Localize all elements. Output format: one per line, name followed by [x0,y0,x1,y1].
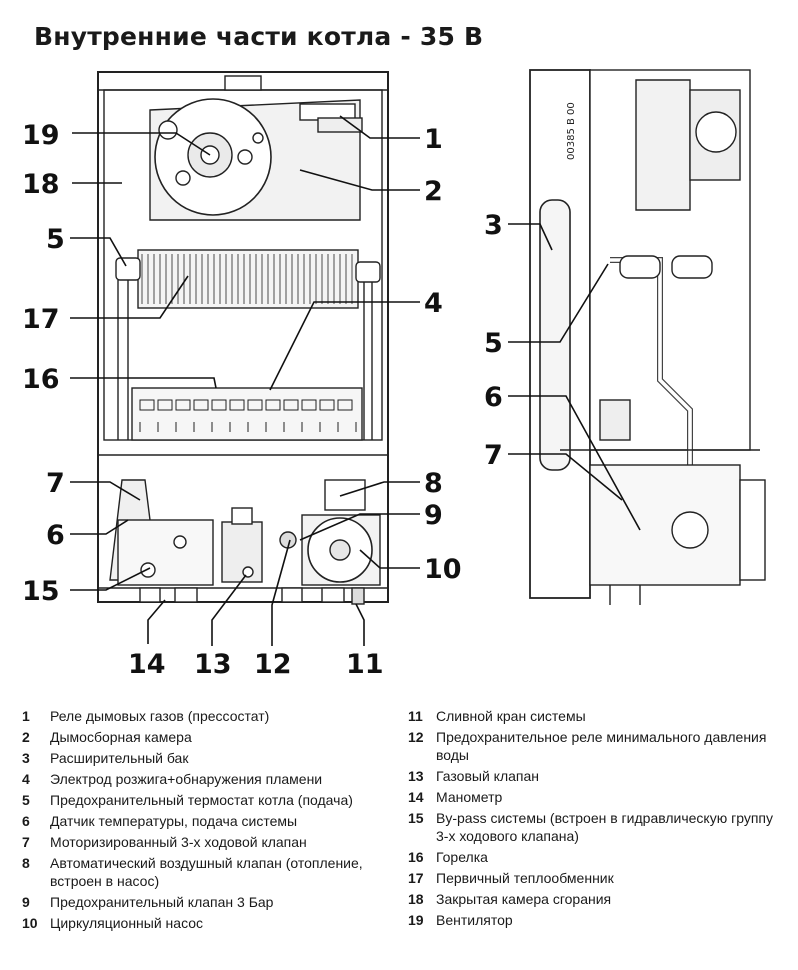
callout-12: 12 [254,649,292,680]
callout-19: 19 [22,120,60,151]
legend-num: 19 [408,912,424,928]
callout-4: 4 [424,288,443,319]
legend-text: Вентилятор [436,912,513,928]
legend-num: 9 [22,894,30,910]
callout-6-front: 6 [46,520,65,551]
legend-num: 17 [408,870,424,886]
legend-right: 11 Сливной кран системы 12 Предохранительн… [408,707,778,932]
legend-text: Датчик температуры, подача системы [50,813,298,829]
legend-item: 11 Сливной кран системы [408,707,778,725]
legend-item: 5 Предохранительный термостат котла (пода… [22,791,382,809]
callout-5-side: 5 [484,328,503,359]
callout-18: 18 [22,169,60,200]
legend-text: Сливной кран системы [436,708,586,724]
legend-item: 19 Вентилятор [408,911,778,929]
legend-num: 16 [408,849,424,865]
front-view [97,71,389,605]
callout-8: 8 [424,468,443,499]
legend-text: By-pass системы (встроен в гидравлическу… [436,810,773,844]
page-title: Внутренние части котла - 35 В [34,22,484,51]
callout-1: 1 [424,124,443,155]
legend-text: Реле дымовых газов (прессостат) [50,708,270,724]
burner [131,387,363,441]
legend-num: 4 [22,771,30,787]
legend-num: 11 [408,708,423,724]
legend-text: Дымосборная камера [50,729,192,745]
callout-10: 10 [424,554,462,585]
legend-num: 18 [408,891,424,907]
legend-left: 1 Реле дымовых газов (прессостат) 2 Дымосб… [22,707,382,935]
callout-7-front: 7 [46,468,65,499]
legend-num: 15 [408,810,424,826]
legend-item: 2 Дымосборная камера [22,728,382,746]
callout-5-front: 5 [46,224,65,255]
legend-num: 8 [22,855,30,871]
legend-item: 9 Предохранительный клапан 3 Бар [22,893,382,911]
expansion-tank [539,199,571,471]
callout-9: 9 [424,500,443,531]
callout-7-side: 7 [484,440,503,471]
legend-item: 10 Циркуляционный насос [22,914,382,932]
legend-num: 1 [22,708,30,724]
legend-text: Электрод розжига+обнаружения пламени [50,771,323,787]
legend-item: 12 Предохранительное реле минимального да… [408,728,778,764]
legend-num: 13 [408,768,424,784]
legend-item: 3 Расширительный бак [22,749,382,767]
legend-text: Газовый клапан [436,768,540,784]
legend-text: Закрытая камера сгорания [436,891,612,907]
callout-6-side: 6 [484,382,503,413]
callout-17: 17 [22,304,60,335]
legend-item: 13 Газовый клапан [408,767,778,785]
legend-num: 3 [22,750,30,766]
legend-text: Предохранительный клапан 3 Бар [50,894,274,910]
legend-num: 14 [408,789,424,805]
callout-15: 15 [22,576,60,607]
legend-num: 6 [22,813,30,829]
legend-item: 7 Моторизированный 3-х ходовой клапан [22,833,382,851]
callout-2: 2 [424,176,443,207]
boiler-diagram: 00385 B 00 19 18 5 17 16 7 6 15 14 13 12… [22,69,766,680]
legend-item: 6 Датчик температуры, подача системы [22,812,382,830]
legend-text: Автоматический воздушный клапан (отоплен… [50,855,363,889]
legend-item: 8 Автоматический воздушный клапан (отопле… [22,854,382,890]
legend-item: 4 Электрод розжига+обнаружения пламени [22,770,382,788]
legend-item: 15 By-pass системы (встроен в гидравличес… [408,809,778,845]
legend-item: 18 Закрытая камера сгорания [408,890,778,908]
legend-text: Расширительный бак [50,750,189,766]
legend-item: 16 Горелка [408,848,778,866]
leader-lines [70,115,641,646]
hydraulic-group [109,479,263,586]
legend-num: 5 [22,792,30,808]
callout-14: 14 [128,649,166,680]
legend-item: 17 Первичный теплообменник [408,869,778,887]
legend-item: 14 Манометр [408,788,778,806]
fan-housing [149,98,363,221]
side-view [529,69,766,605]
callout-3: 3 [484,210,503,241]
legend-num: 10 [22,915,38,931]
legend-text: Манометр [436,789,503,805]
callout-11: 11 [346,649,384,680]
pump [279,479,381,586]
legend-num: 2 [22,729,30,745]
legend-item: 1 Реле дымовых газов (прессостат) [22,707,382,725]
legend-num: 12 [408,729,424,745]
legend-text: Предохранительное реле минимального давл… [436,729,767,763]
side-view-code: 00385 B 00 [566,102,577,160]
legend-text: Предохранительный термостат котла (подач… [50,792,353,808]
callout-16: 16 [22,364,60,395]
legend-text: Горелка [436,849,488,865]
legend-text: Моторизированный 3-х ходовой клапан [50,834,307,850]
legend-num: 7 [22,834,30,850]
legend-text: Первичный теплообменник [436,870,614,886]
legend-text: Циркуляционный насос [50,915,204,931]
callout-13: 13 [194,649,232,680]
heat-exchanger [115,249,381,309]
